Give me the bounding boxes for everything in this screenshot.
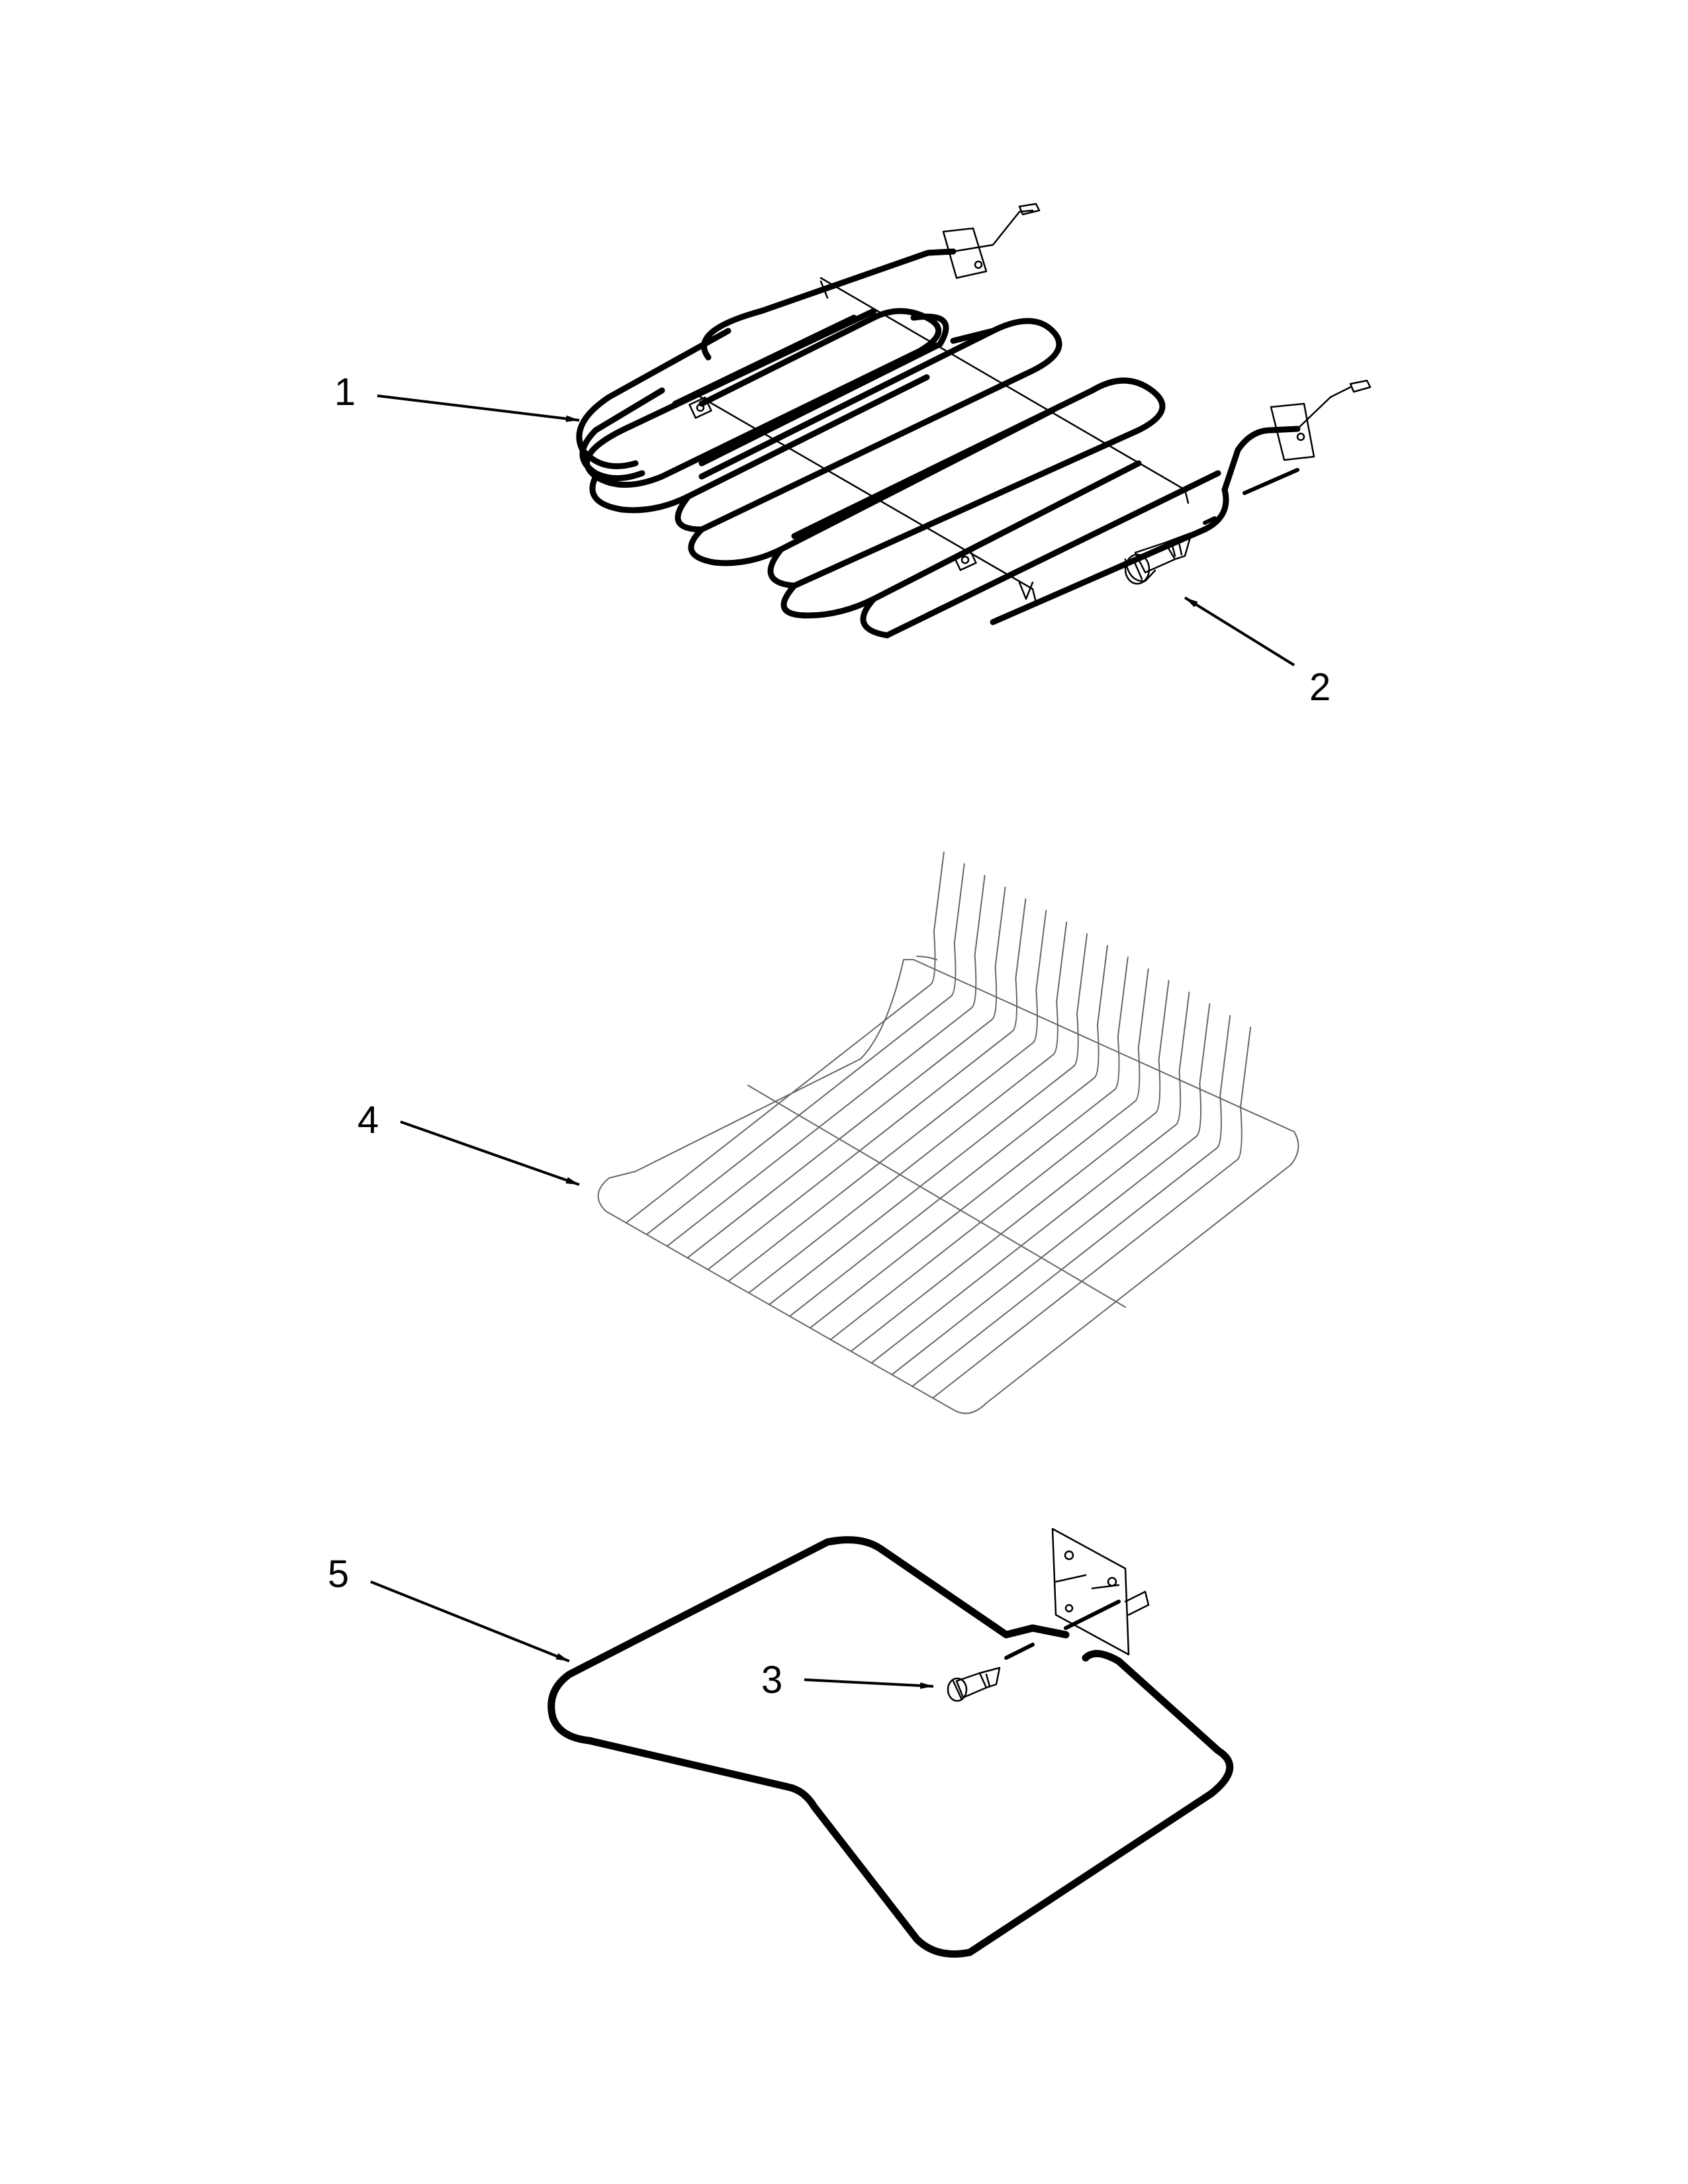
rack-wire xyxy=(870,991,1190,1364)
leader-5 xyxy=(370,1580,570,1662)
leader-1 xyxy=(377,394,580,422)
broil-element-illustration xyxy=(576,203,1372,639)
screw-2-illustration xyxy=(1124,468,1299,585)
callout-2: 2 xyxy=(1309,666,1331,709)
rack-wire xyxy=(850,979,1170,1352)
leader-2 xyxy=(1184,596,1295,666)
callout-1: 1 xyxy=(334,371,355,414)
oven-rack-illustration xyxy=(597,851,1299,1414)
rack-wire xyxy=(645,863,965,1236)
callout-5: 5 xyxy=(328,1553,349,1596)
rack-wire xyxy=(912,1015,1231,1387)
bake-element-illustration xyxy=(547,1527,1234,1958)
rack-wire xyxy=(727,909,1047,1282)
rack-wire xyxy=(625,851,945,1224)
leader-4 xyxy=(400,1120,580,1186)
rack-wire xyxy=(829,968,1149,1341)
rack-wire xyxy=(891,1003,1211,1376)
rack-wire xyxy=(769,933,1088,1306)
callout-4: 4 xyxy=(357,1099,379,1142)
rack-wire xyxy=(707,898,1027,1271)
rack-wire xyxy=(666,874,986,1247)
rack-wire xyxy=(748,921,1068,1294)
leader-3 xyxy=(804,1678,934,1689)
rack-wire xyxy=(932,1026,1252,1399)
rack-wire xyxy=(788,944,1108,1317)
rack-wire xyxy=(686,886,1006,1259)
screw-3-illustration xyxy=(947,1666,1001,1702)
callout-3: 3 xyxy=(761,1659,782,1702)
rack-wire xyxy=(809,956,1129,1329)
